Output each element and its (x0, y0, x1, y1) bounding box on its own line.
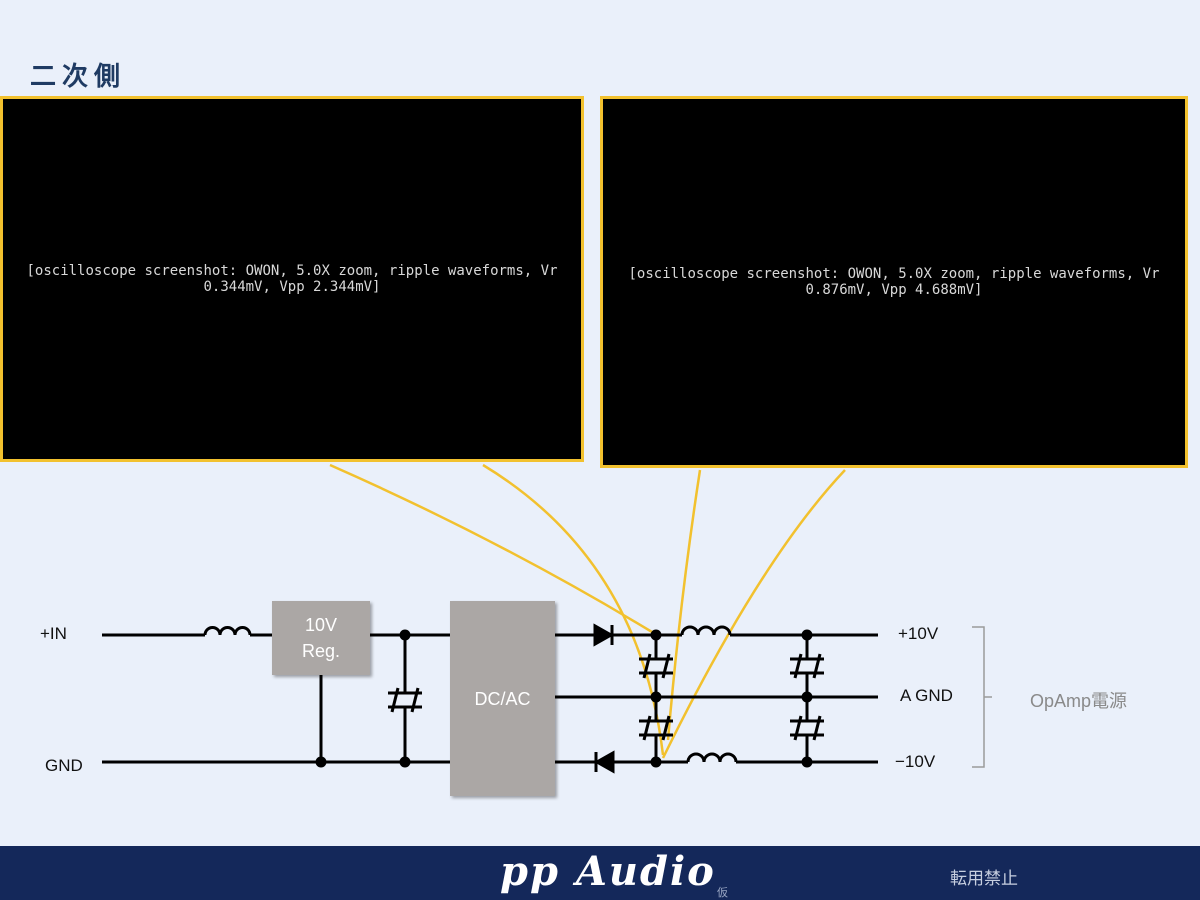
diode-pos (593, 623, 615, 647)
input-label: +IN (40, 624, 67, 643)
scope-screenshot-left: [oscilloscope screenshot: OWON, 5.0X zoo… (0, 96, 584, 462)
diode-neg (593, 750, 615, 774)
output-neg-label: −10V (895, 752, 936, 771)
dc-ac-block: DC/AC (450, 601, 555, 796)
capacitor-c2 (639, 715, 673, 741)
scope-screenshot-right: [oscilloscope screenshot: OWON, 5.0X zoo… (600, 96, 1188, 468)
footer-mini-text: 仮 (717, 886, 728, 899)
capacitor-c3 (790, 653, 824, 679)
brand-logo: pp Audio (500, 848, 716, 895)
capacitor-c1 (639, 653, 673, 679)
footer-bar (0, 846, 1200, 900)
copyright-notice: 転用禁止 (950, 869, 1018, 889)
opamp-supply-label: OpAmp電源 (1030, 691, 1128, 711)
output-gnd-label: A GND (900, 686, 953, 705)
junctions (315, 629, 813, 768)
callout-lines (329, 463, 846, 759)
inductor-input (203, 626, 252, 636)
inductor-neg (686, 752, 738, 763)
gnd-label: GND (45, 756, 83, 775)
callout-left-a (329, 463, 653, 634)
inductor-pos (680, 625, 732, 636)
capacitors (388, 653, 824, 741)
regulator-line2: Reg. (301, 641, 341, 661)
output-bracket (972, 626, 992, 768)
callout-right-b (661, 469, 846, 759)
regulator-block: 10V Reg. (272, 601, 370, 675)
scope-placeholder-left: [oscilloscope screenshot: OWON, 5.0X zoo… (26, 263, 558, 295)
capacitor-input (388, 687, 422, 713)
regulator-line1: 10V (304, 615, 338, 635)
dc-ac-label: DC/AC (474, 688, 531, 709)
scope-placeholder-right: [oscilloscope screenshot: OWON, 5.0X zoo… (628, 266, 1160, 298)
callout-right-a (666, 469, 702, 741)
callout-left-b (482, 463, 665, 756)
output-pos-label: +10V (898, 624, 939, 643)
capacitor-c4 (790, 715, 824, 741)
page-title: 二次側 (30, 62, 127, 92)
